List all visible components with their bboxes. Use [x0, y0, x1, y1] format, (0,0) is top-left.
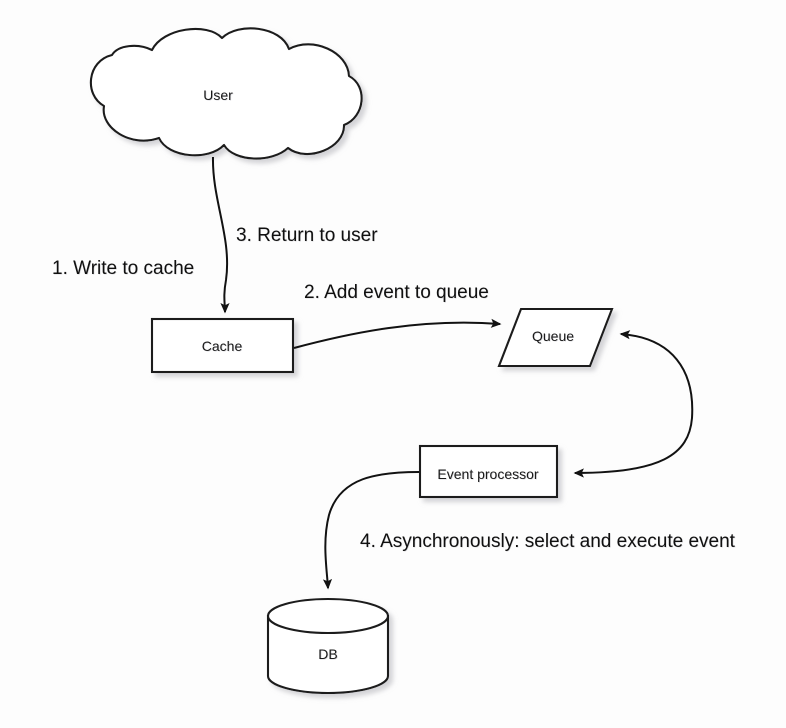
node-label-queue: Queue: [531, 328, 575, 344]
step-label-3: 3. Return to user: [236, 225, 378, 246]
node-label-cache: Cache: [201, 338, 243, 354]
node-label-event-processor: Event processor: [437, 466, 539, 482]
node-label-db: DB: [318, 646, 338, 662]
edge-event-processor-to-db: [322, 471, 420, 590]
cloud-shape: [89, 27, 363, 160]
step-label-1: 1. Write to cache: [52, 258, 195, 279]
step-label-2: 2. Add event to queue: [304, 282, 489, 303]
db-top-ellipse: [266, 597, 390, 635]
cache-shape: [150, 317, 295, 374]
step-label-4: 4. Asynchronously: select and execute ev…: [360, 531, 735, 552]
node-cache[interactable]: [150, 317, 295, 374]
node-db[interactable]: [266, 597, 390, 695]
event-processor-shape: [418, 444, 559, 499]
node-label-user: User: [203, 87, 233, 103]
edge-queue-event-processor: [573, 330, 694, 478]
db-body-shape: [266, 614, 390, 695]
edge-user-to-cache: [211, 156, 230, 314]
edge-cache-to-queue: [293, 318, 502, 349]
node-event-processor[interactable]: [418, 444, 559, 499]
node-user[interactable]: [89, 27, 363, 160]
